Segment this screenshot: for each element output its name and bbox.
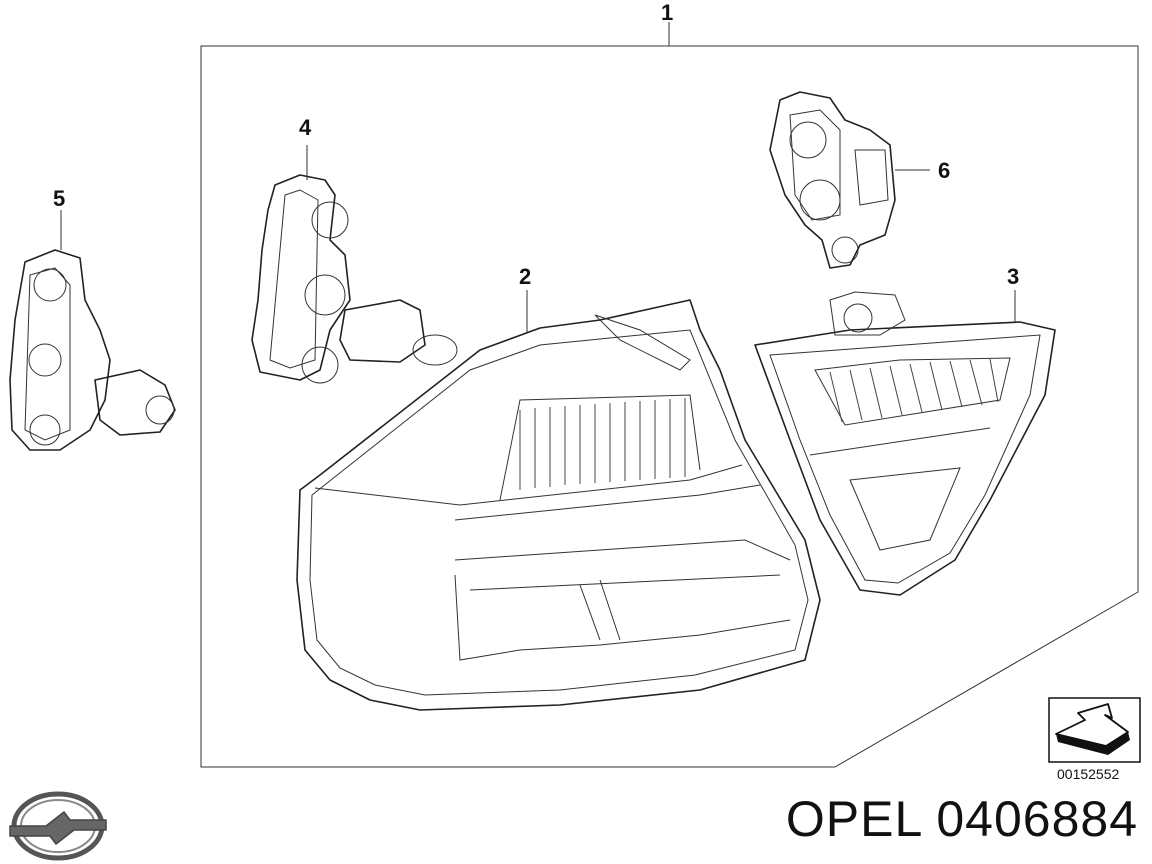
callout-1: 1 (661, 0, 673, 25)
callout-4: 4 (299, 115, 312, 140)
callout-3: 3 (1007, 264, 1019, 289)
brand-part-label: OPEL 0406884 (786, 790, 1138, 848)
bulb-holder-outer (251, 145, 458, 384)
brand-name: OPEL (785, 791, 922, 847)
opel-logo-icon (9, 791, 107, 861)
callout-6: 6 (938, 158, 950, 183)
callout-5: 5 (53, 186, 65, 211)
reference-code: 00152552 (1057, 766, 1120, 782)
bulb-holder-inner (9, 210, 176, 451)
arrow-orientation-icon (1048, 697, 1141, 763)
assembly-frame (200, 22, 1139, 768)
callout-2: 2 (519, 264, 531, 289)
inner-tail-lamp (754, 290, 1056, 596)
outer-tail-lamp (296, 290, 821, 711)
bulb-holder-lamp-inner (769, 91, 930, 269)
part-number: 0406884 (936, 791, 1138, 847)
